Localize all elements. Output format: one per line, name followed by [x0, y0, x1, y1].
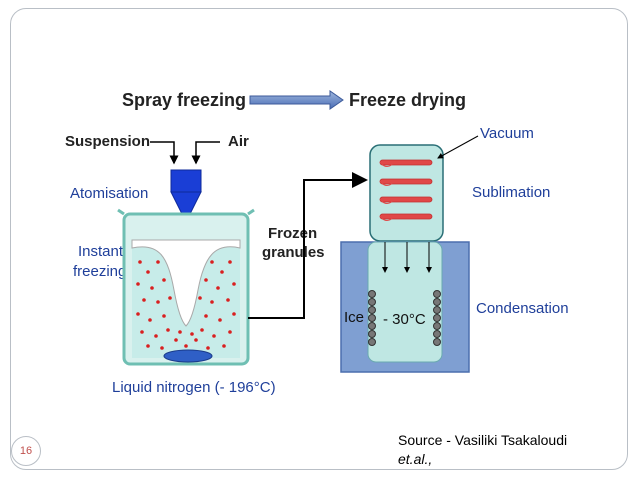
transfer-arrow — [248, 172, 368, 319]
process-arrow-icon — [249, 90, 344, 110]
condenser-coil-right — [433, 290, 441, 346]
air-label: Air — [228, 133, 249, 150]
slide-number: 16 — [11, 436, 41, 466]
suspension-feed-arrow — [150, 141, 179, 165]
drying-chamber — [369, 144, 444, 242]
source-citation: Source - Vasiliki Tsakaloudi et.al., — [398, 431, 567, 469]
condenser-unit — [340, 241, 470, 373]
condensation-label: Condensation — [476, 300, 569, 317]
condenser-coil-left — [368, 290, 376, 346]
atomiser-nozzle-icon — [170, 169, 202, 215]
source-line-2: et.al., — [398, 451, 433, 467]
vapour-flow-arrows — [382, 242, 432, 273]
instant-label: Instant — [78, 243, 124, 260]
header-freeze-drying: Freeze drying — [349, 90, 466, 110]
sublimation-label: Sublimation — [472, 184, 550, 201]
liquid-nitrogen-label: Liquid nitrogen (- 196°C) — [112, 379, 276, 396]
freezing-label: freezing — [73, 263, 126, 280]
granules-label: granules — [262, 244, 325, 261]
liquid-nitrogen-beaker — [117, 208, 255, 366]
header-spray-freezing: Spray freezing — [122, 90, 246, 110]
source-line-1: Source - Vasiliki Tsakaloudi — [398, 432, 568, 448]
ice-label: Ice — [344, 309, 364, 326]
vacuum-pointer — [437, 135, 479, 159]
slide-frame — [10, 8, 628, 470]
suspension-label: Suspension — [65, 133, 150, 150]
frozen-droplets — [136, 260, 236, 350]
atomisation-label: Atomisation — [70, 185, 148, 202]
temperature-label: - 30°C — [383, 311, 426, 328]
frozen-label: Frozen — [268, 225, 317, 242]
vacuum-label: Vacuum — [480, 125, 534, 142]
air-feed-arrow — [191, 141, 220, 165]
